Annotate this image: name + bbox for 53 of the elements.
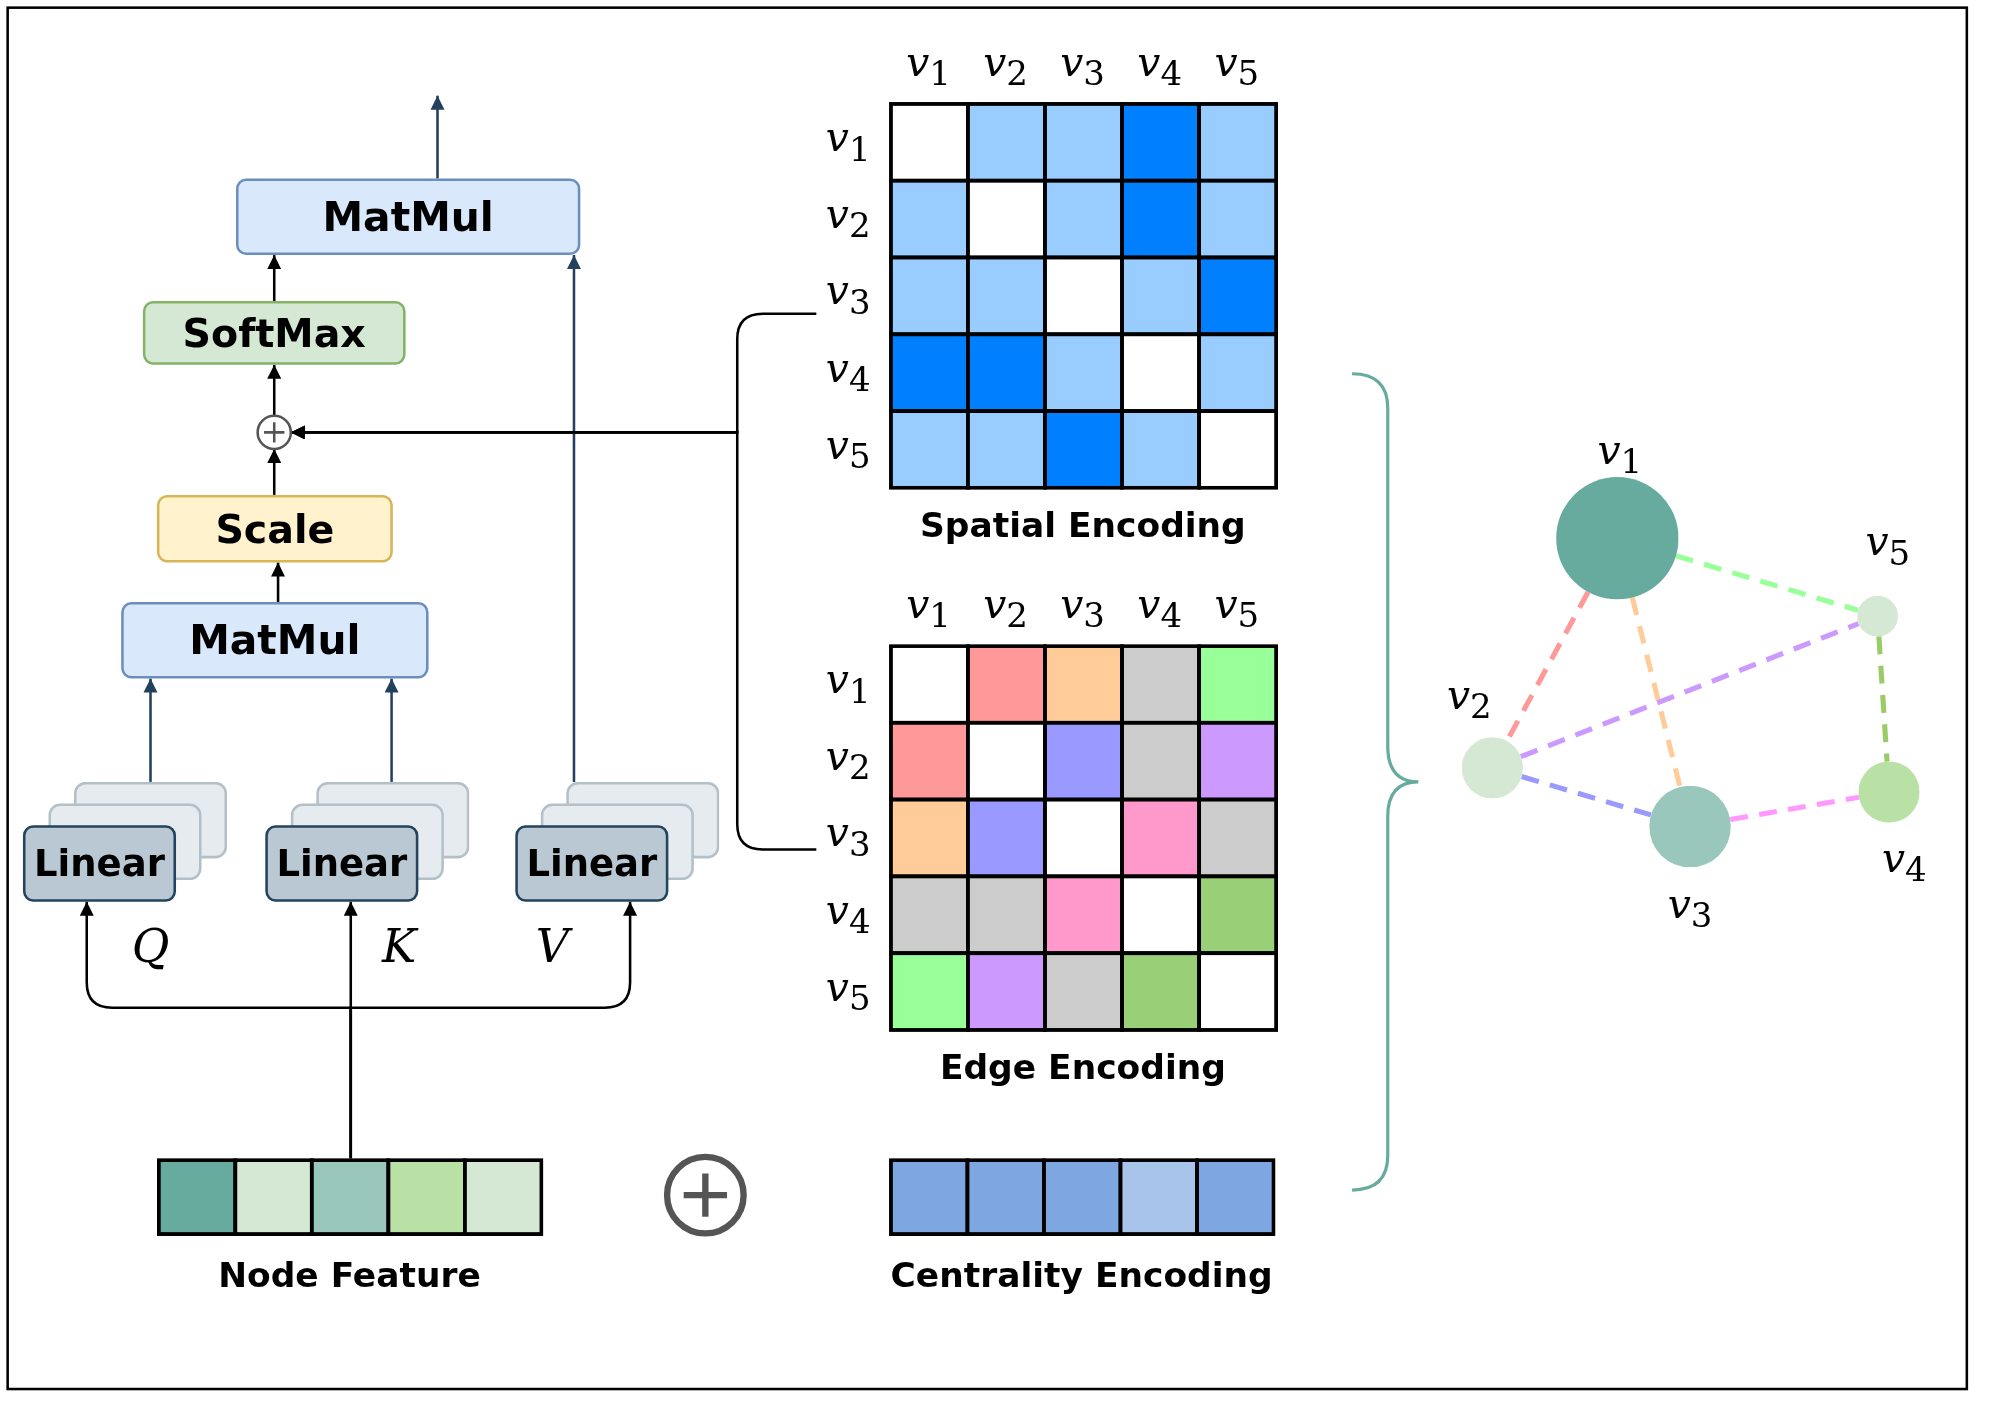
row-label: v$_{3}$	[825, 812, 871, 863]
arrow	[349, 901, 638, 1159]
dashed-line	[1629, 597, 1683, 788]
row-label: v$_{4}$	[825, 347, 871, 397]
column-label: v$_{4}$	[1137, 41, 1183, 92]
arrow	[267, 364, 282, 416]
vertex-label: v$_{3}$	[1667, 883, 1713, 934]
vertex-label: v$_{1}$	[1597, 429, 1643, 479]
matrix-title: Spatial Encoding	[920, 507, 1246, 543]
column-label: v$_{2}$	[983, 41, 1028, 92]
arrow	[267, 255, 282, 301]
dashed-line	[1729, 794, 1860, 823]
column-label: v$_{3}$	[1060, 583, 1105, 634]
dashed-line	[1675, 553, 1859, 613]
column-label: v$_{2}$	[983, 583, 1028, 634]
column-label: v$_{5}$	[1214, 41, 1260, 92]
row-label: v$_{2}$	[825, 735, 871, 786]
vector-title: Centrality Encoding	[890, 1257, 1273, 1293]
column-label: v$_{3}$	[1060, 41, 1105, 92]
row-label: v$_{5}$	[825, 965, 871, 1016]
row-label: v$_{2}$	[825, 193, 871, 244]
operation-box: MatMul	[235, 178, 581, 256]
operation-box: MatMul	[121, 602, 429, 679]
arrow	[384, 678, 399, 782]
row-label: v$_{5}$	[825, 423, 871, 474]
operation-box: SoftMax	[142, 301, 406, 365]
vertex-label: v$_{2}$	[1447, 674, 1492, 724]
arrow	[430, 95, 445, 179]
dashed-line	[1520, 774, 1652, 818]
column-label: v$_{1}$	[906, 41, 951, 92]
column-label: v$_{5}$	[1214, 583, 1260, 634]
vector-title: Node Feature	[218, 1257, 481, 1293]
arrow	[267, 449, 282, 495]
vertex-label: v$_{5}$	[1865, 521, 1911, 571]
row-label: v$_{3}$	[825, 270, 871, 321]
add-operator	[255, 413, 294, 452]
row-label: v$_{1}$	[825, 116, 871, 167]
matrix-title: Edge Encoding	[939, 1049, 1226, 1085]
operation-box: Scale	[156, 494, 393, 563]
operation-box: Linear	[515, 825, 669, 902]
dashed-line	[1876, 636, 1890, 762]
arrow	[290, 425, 817, 851]
operation-box: Linear	[265, 825, 419, 902]
arrow	[566, 255, 581, 782]
column-label: v$_{1}$	[906, 583, 951, 634]
row-label: v$_{4}$	[825, 889, 871, 939]
operation-box: Linear	[22, 825, 176, 902]
vertex-label: v$_{4}$	[1882, 837, 1927, 888]
column-label: v$_{4}$	[1137, 583, 1183, 634]
row-label: v$_{1}$	[825, 658, 871, 709]
arrow	[143, 678, 158, 782]
dashed-line	[1519, 621, 1860, 759]
arrow	[271, 562, 286, 603]
